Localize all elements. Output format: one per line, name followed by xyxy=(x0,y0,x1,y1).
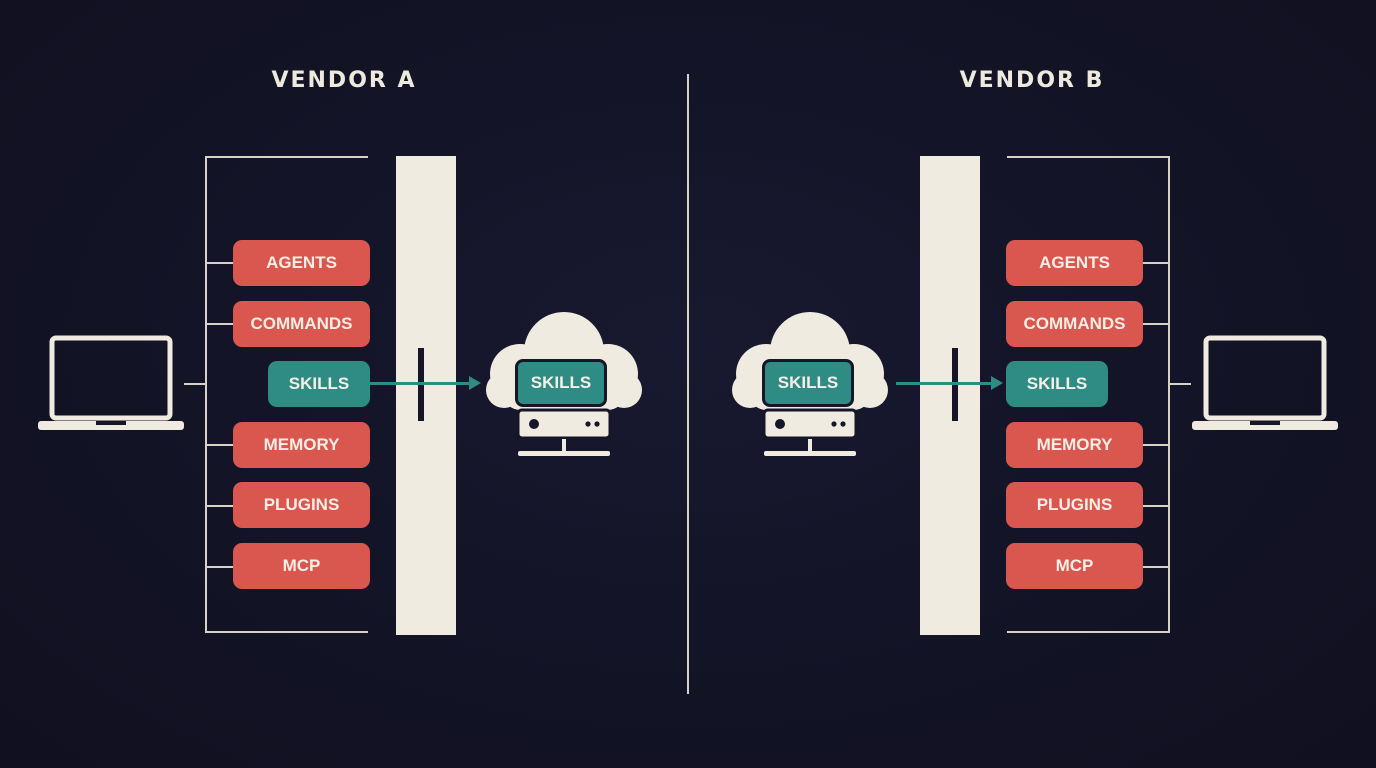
laptop-connector xyxy=(1170,383,1191,385)
vendor-b-mcp: MCP xyxy=(1006,543,1143,589)
vendor-b-commands: COMMANDS xyxy=(1006,301,1143,347)
vendor-a-cloud-skills: SKILLS xyxy=(515,359,607,407)
bracket-tick xyxy=(1143,505,1169,507)
bracket-tick xyxy=(1143,323,1169,325)
arrow-head-icon xyxy=(469,376,481,390)
vendor-a-plugins: PLUGINS xyxy=(233,482,370,528)
bracket-tick xyxy=(1143,566,1169,568)
laptop-connector xyxy=(184,383,205,385)
vendor-a-bracket xyxy=(205,156,368,633)
center-divider xyxy=(687,74,689,694)
skills-import-arrow xyxy=(896,382,992,385)
vendor-a-memory: MEMORY xyxy=(233,422,370,468)
vendor-a-mcp: MCP xyxy=(233,543,370,589)
vendor-b-plugins: PLUGINS xyxy=(1006,482,1143,528)
bracket-tick xyxy=(207,566,233,568)
bracket-tick xyxy=(207,444,233,446)
arrow-head-icon xyxy=(991,376,1003,390)
skills-export-arrow xyxy=(370,382,470,385)
vendor-a-agents: AGENTS xyxy=(233,240,370,286)
bracket-tick xyxy=(207,262,233,264)
vendor-b-agents: AGENTS xyxy=(1006,240,1143,286)
laptop-icon xyxy=(1192,335,1338,430)
bracket-tick xyxy=(207,505,233,507)
vendor-b-bracket xyxy=(1007,156,1170,633)
laptop-icon xyxy=(38,335,184,430)
vendor-a-title: VENDOR A xyxy=(271,68,417,93)
vendor-b-cloud-skills: SKILLS xyxy=(762,359,854,407)
vendor-b-memory: MEMORY xyxy=(1006,422,1143,468)
vendor-a-skills: SKILLS xyxy=(268,361,370,407)
bracket-tick xyxy=(1143,444,1169,446)
vendor-b-skills: SKILLS xyxy=(1006,361,1108,407)
vendor-a-commands: COMMANDS xyxy=(233,301,370,347)
vendor-b-title: VENDOR B xyxy=(959,68,1105,93)
vendor-b-wall xyxy=(920,156,980,635)
bracket-tick xyxy=(1143,262,1169,264)
bracket-tick xyxy=(207,323,233,325)
vendor-a-wall xyxy=(396,156,456,635)
